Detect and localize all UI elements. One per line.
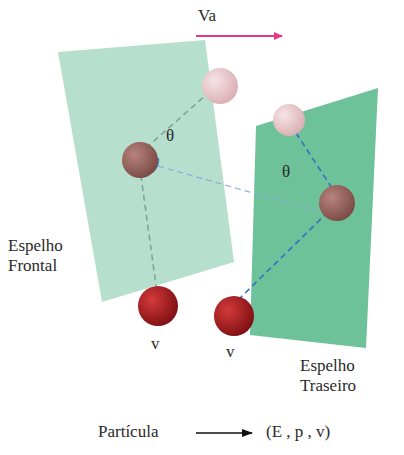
- velocity-label: v⃗: [151, 334, 173, 354]
- velocity-label: Va: [198, 6, 216, 26]
- particle: [122, 142, 158, 178]
- velocity-arrow: [196, 35, 282, 37]
- velocity-label: v⃗: [226, 342, 248, 362]
- particle-label: Partícula: [98, 422, 158, 442]
- path-line: [141, 176, 158, 300]
- path-line: [296, 133, 332, 188]
- maps-to-arrow: [196, 432, 252, 434]
- angle-label: θ: [282, 162, 290, 182]
- particle: [214, 296, 254, 336]
- mirror-label: Espelho Traseiro: [300, 356, 400, 395]
- path-line: [238, 214, 326, 300]
- particle: [319, 185, 355, 221]
- property-label: (E , p , v): [266, 422, 330, 442]
- particle: [202, 68, 238, 104]
- particle: [138, 286, 178, 326]
- rear-mirror: [250, 88, 378, 348]
- particle: [273, 104, 305, 136]
- path-line: [146, 95, 206, 148]
- angle-label: θ: [166, 126, 174, 146]
- mirror-label: Espelho Frontal: [8, 236, 98, 275]
- normal-line: [158, 166, 320, 212]
